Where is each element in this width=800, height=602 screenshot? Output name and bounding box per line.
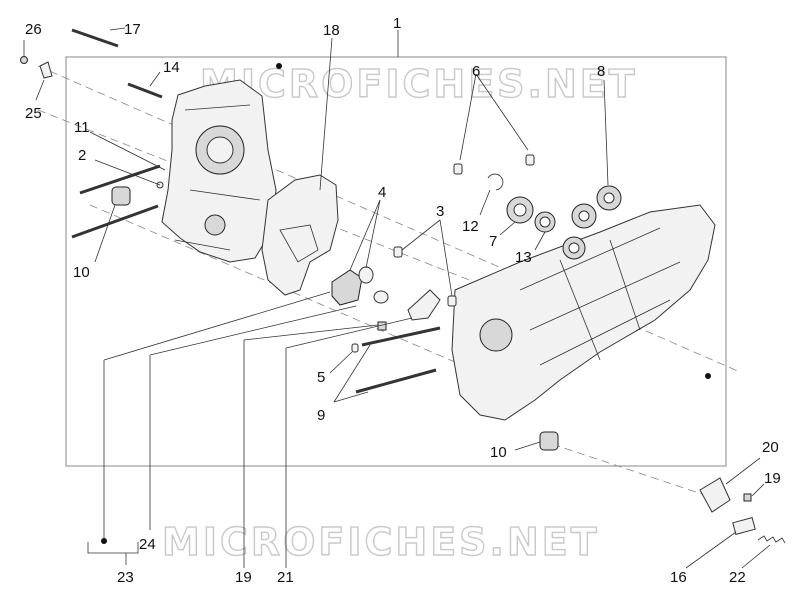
dot-marker-right-case [705,373,711,379]
callout-24: 24 [139,536,156,553]
axis-middle [37,109,521,301]
callout-4: 4 [378,184,386,201]
callout-3: 3 [436,203,444,220]
callout-7: 7 [489,233,497,250]
assembly-frame [65,56,727,467]
callout-2: 2 [78,147,86,164]
callout-14: 14 [163,59,180,76]
callout-22: 22 [729,569,746,586]
callout-10-right: 10 [490,444,507,461]
callout-5: 5 [317,369,325,386]
crankcase-gasket [261,174,339,296]
callout-19-bottom: 19 [235,569,252,586]
callout-25: 25 [25,105,42,122]
axis-lower [89,204,521,391]
callout-17: 17 [124,21,141,38]
callout-11: 11 [74,119,90,136]
leader-lines [23,27,771,569]
dot-marker-23 [101,538,107,544]
callout-18: 18 [323,22,340,39]
callout-20: 20 [762,439,779,456]
left-crankcase-half [161,79,277,263]
callout-6: 6 [472,63,480,80]
screw-and-clip-top-left [20,56,53,79]
callout-23: 23 [117,569,134,586]
callout-9: 9 [317,407,325,424]
bearings [487,173,622,260]
callout-16: 16 [670,569,687,586]
seal-housing [331,266,389,306]
stud-bolts-left [71,28,164,239]
axis-bottom-right [539,439,721,501]
callout-1: 1 [393,15,401,32]
bracket-and-studs-center [355,289,559,451]
dot-marker-left-case [276,63,282,69]
dowel-pins [351,154,535,353]
callout-21: 21 [277,569,294,586]
tensioner-parts [699,477,786,544]
watermark-bottom: MICROFICHES.NET [162,520,600,564]
callout-labels: 1 2 3 4 5 6 7 8 9 10 10 11 12 13 14 16 1… [25,15,781,586]
callout-10-left: 10 [73,264,90,281]
callout-8: 8 [597,63,605,80]
watermark-top: MICROFICHES.NET [200,62,638,106]
callout-19-right: 19 [764,470,781,487]
right-crankcase-half [451,204,716,421]
callout-12: 12 [462,218,479,235]
callout-13: 13 [515,249,532,266]
callout-26: 26 [25,21,42,38]
